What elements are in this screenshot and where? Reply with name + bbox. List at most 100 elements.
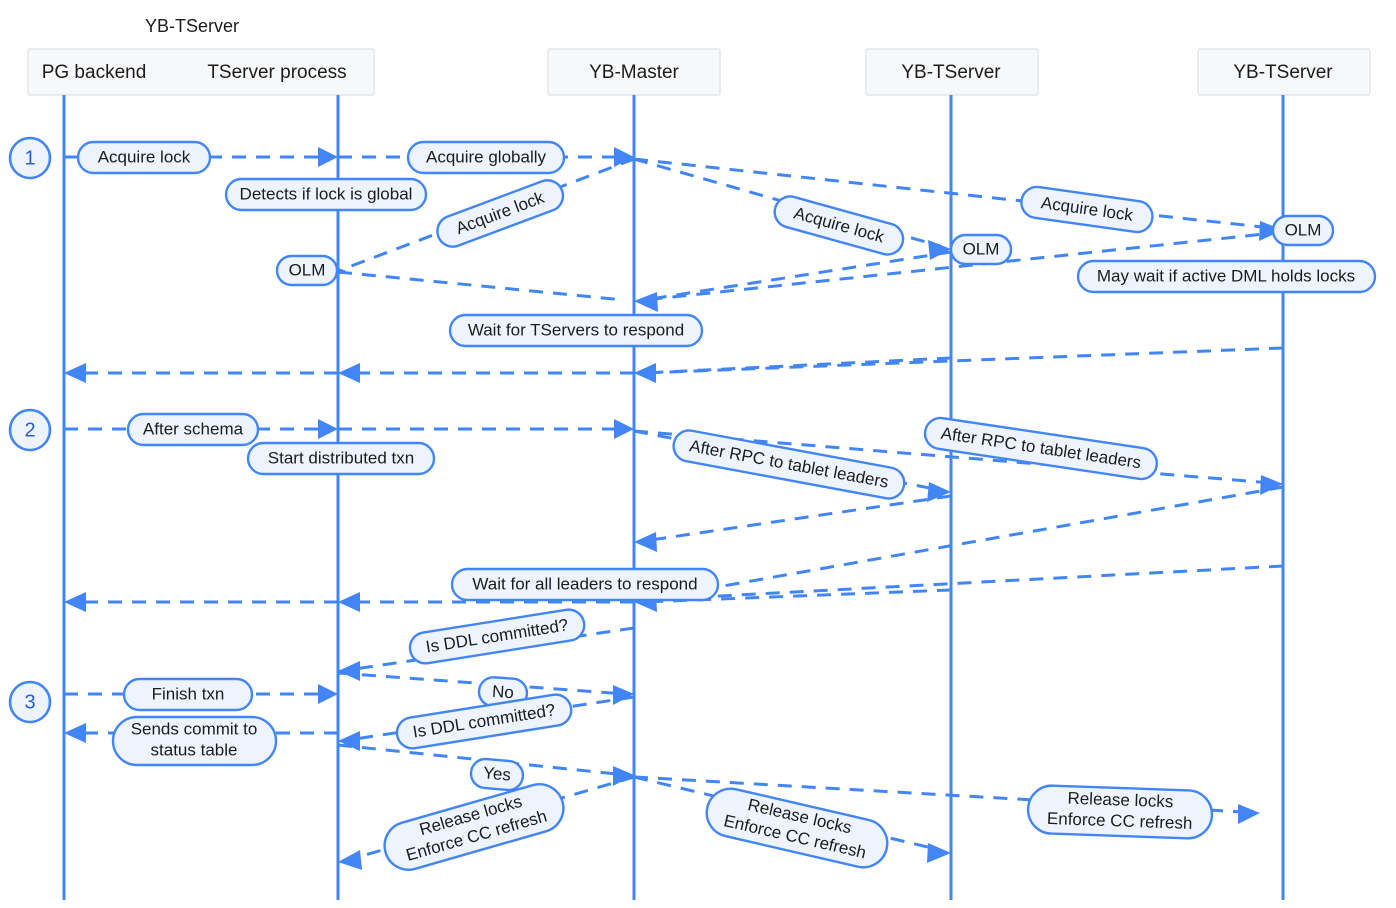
step-marker-3: 3 bbox=[8, 680, 52, 724]
bubble-shape bbox=[406, 140, 566, 175]
bubble-shape bbox=[923, 416, 1159, 481]
bubble-after-rpc-1: After RPC to tablet leaders bbox=[672, 429, 906, 500]
arrow-may-wait-return bbox=[643, 230, 1284, 302]
step-markers: 1 2 3 bbox=[8, 136, 52, 724]
bubble-wait-all-leaders: Wait for all leaders to respond bbox=[450, 567, 720, 602]
bubble-acquire-lock-4: Acquire lock bbox=[1020, 185, 1154, 234]
bubble-acquire-globally: Acquire globally bbox=[406, 140, 566, 175]
bubble-label: Wait for all leaders to respond bbox=[472, 574, 697, 593]
bubble-label: Wait for TServers to respond bbox=[468, 320, 684, 339]
bubble-release-locks-2: Release locks Enforce CC refresh bbox=[705, 787, 889, 869]
bubble-wait-for-tservers: Wait for TServers to respond bbox=[448, 313, 704, 348]
participant-box-group-tserver bbox=[27, 48, 375, 96]
step-marker-2: 2 bbox=[8, 408, 52, 452]
arrowhead-master-return-3 bbox=[634, 532, 657, 552]
bubble-start-distributed-txn: Start distributed txn bbox=[246, 441, 436, 476]
arrowhead-tserver-return-2 bbox=[338, 592, 360, 612]
bubble-label: Yes bbox=[482, 763, 511, 784]
arrowhead-tserver-to-master-2 bbox=[614, 419, 634, 439]
group-label-yb-tserver: YB-TServer bbox=[145, 16, 239, 36]
arrowhead-pg-return-1 bbox=[64, 363, 86, 383]
arrowhead-tserver-proc-return bbox=[338, 363, 360, 383]
step-number-3: 3 bbox=[24, 691, 35, 713]
bubble-label: After schema bbox=[143, 419, 244, 438]
arrowhead-acquire-lock-pg bbox=[318, 147, 338, 167]
bubble-after-schema: After schema bbox=[126, 412, 260, 447]
participant-label-yb-tserver-4: YB-TServer bbox=[1233, 62, 1333, 83]
bubble-shape bbox=[408, 608, 586, 665]
bubble-shape bbox=[122, 677, 254, 712]
bubble-shape bbox=[224, 177, 428, 212]
bubble-olm-tserver-4: OLM bbox=[1271, 214, 1335, 247]
bubble-shape bbox=[1026, 784, 1214, 840]
bubble-olm-tserver-3: OLM bbox=[949, 233, 1013, 266]
participant-label-yb-master: YB-Master bbox=[589, 62, 679, 83]
arrowhead-release-locks-tserver bbox=[338, 850, 362, 870]
bubble-shape bbox=[672, 429, 906, 500]
message-bubbles: Acquire lock Acquire globally Detects if… bbox=[76, 140, 1377, 871]
bubble-shape bbox=[436, 179, 565, 248]
bubble-yes: Yes bbox=[469, 757, 525, 792]
bubble-shape bbox=[395, 693, 573, 750]
arrow-tserver4-to-master-return-2 bbox=[643, 346, 1284, 375]
bubble-acquire-lock-3: Acquire lock bbox=[773, 195, 905, 256]
arrow-tserver4-to-master-return-3 bbox=[643, 485, 1284, 602]
bubble-release-locks-3: Release locks Enforce CC refresh bbox=[1026, 784, 1214, 840]
bubble-label: May wait if active DML holds locks bbox=[1097, 266, 1355, 285]
bubble-shape bbox=[383, 783, 565, 871]
arrowhead-pg-return-2 bbox=[64, 592, 86, 612]
bubble-is-ddl-committed-1: Is DDL committed? bbox=[408, 608, 586, 665]
bubble-shape bbox=[705, 787, 889, 869]
bubble-acquire-lock-2: Acquire lock bbox=[436, 179, 565, 248]
bubble-label: Acquire globally bbox=[426, 147, 547, 166]
arrowhead-acquire-globally bbox=[614, 147, 634, 167]
arrowhead-release-locks-tserver3 bbox=[927, 843, 951, 863]
arrowhead-after-rpc-tserver4 bbox=[1260, 475, 1283, 495]
arrowhead-is-ddl-committed-2 bbox=[338, 731, 360, 751]
participant-label-pg-backend: PG backend bbox=[42, 62, 147, 83]
bubble-label: No bbox=[491, 682, 514, 702]
bubble-sends-commit: Sends commit to status table bbox=[111, 715, 278, 767]
bubble-shape bbox=[246, 441, 436, 476]
arrowhead-after-rpc-tserver3 bbox=[927, 482, 951, 502]
arrowhead-master-return-2 bbox=[634, 363, 656, 383]
bubble-shape bbox=[773, 195, 905, 256]
step-number-1: 1 bbox=[24, 147, 35, 169]
bubble-after-rpc-2: After RPC to tablet leaders bbox=[923, 416, 1159, 481]
bubble-shape bbox=[448, 313, 704, 348]
bubble-label: Acquire lock bbox=[98, 147, 191, 166]
bubble-shape bbox=[1271, 214, 1335, 247]
arrowhead-release-locks-tserver4 bbox=[1238, 804, 1260, 824]
arrowhead-after-schema bbox=[318, 419, 338, 439]
bubble-shape bbox=[76, 140, 212, 175]
bubble-shape bbox=[1076, 259, 1377, 294]
step-circle-3 bbox=[8, 680, 52, 724]
bubble-release-locks-1: Release locks Enforce CC refresh bbox=[383, 783, 565, 871]
bubble-shape bbox=[126, 412, 260, 447]
bubble-label: OLM bbox=[289, 260, 326, 279]
bubble-label-line-1: Sends commit to bbox=[131, 719, 258, 738]
bubble-shape bbox=[1020, 185, 1154, 234]
bubble-label-line-2: status table bbox=[151, 740, 238, 759]
arrowhead-is-ddl-committed-1 bbox=[338, 661, 360, 681]
arrow-tserver3-to-master-return-1 bbox=[643, 250, 952, 302]
step-marker-1: 1 bbox=[8, 136, 52, 180]
bubble-shape bbox=[949, 233, 1013, 266]
arrowhead-sends-commit bbox=[64, 723, 86, 743]
bubble-finish-txn: Finish txn bbox=[122, 677, 254, 712]
arrowhead-no bbox=[613, 685, 634, 705]
bubble-detects-if-lock-is-global: Detects if lock is global bbox=[224, 177, 428, 212]
arrow-tserver3-to-master-return-4 bbox=[643, 588, 952, 604]
bubble-label: OLM bbox=[963, 239, 1000, 258]
bubble-label: Finish txn bbox=[152, 684, 225, 703]
participant-label-tserver-process: TServer process bbox=[207, 62, 346, 83]
arrow-tserver4-to-master-return-4 bbox=[643, 564, 1284, 602]
bubble-olm-tserver-process: OLM bbox=[275, 254, 339, 287]
bubble-shape bbox=[450, 567, 720, 602]
arrow-tserver3-to-master-return-2 bbox=[643, 356, 952, 375]
bubble-label: Detects if lock is global bbox=[240, 184, 413, 203]
bubble-shape bbox=[275, 254, 339, 287]
arrowhead-acquire-lock-master-to-tserver3 bbox=[928, 240, 951, 260]
bubble-acquire-lock-1: Acquire lock bbox=[76, 140, 212, 175]
